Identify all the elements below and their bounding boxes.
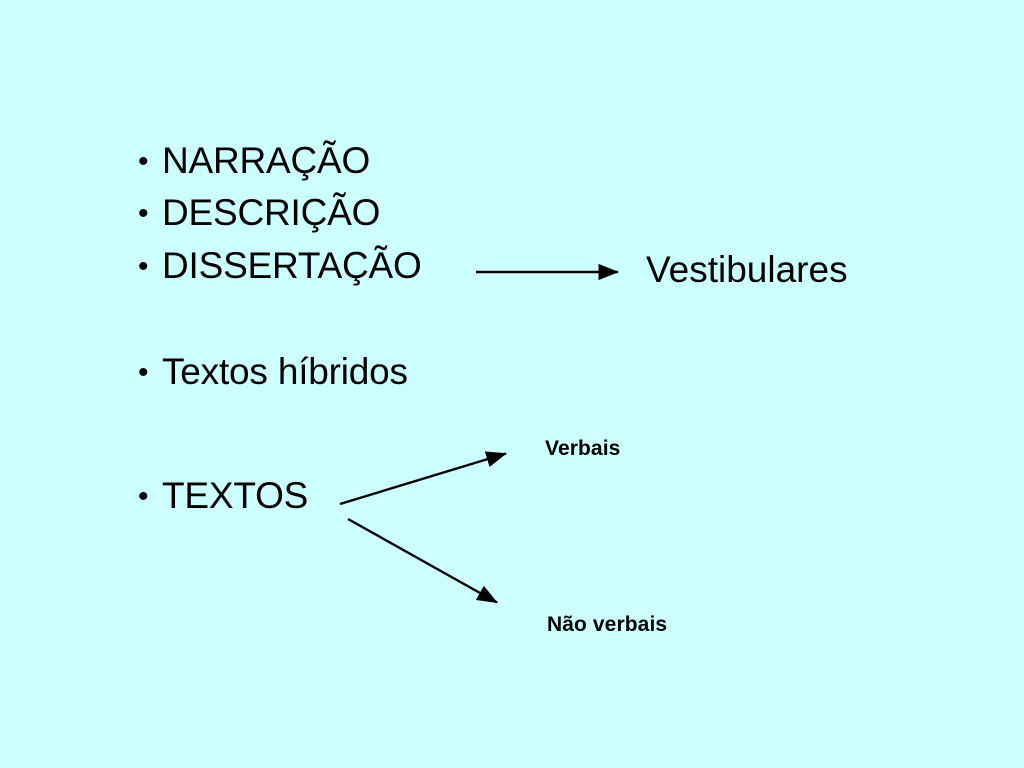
bullet-label: TEXTOS — [162, 475, 309, 516]
bullet-label: NARRAÇÃO — [162, 140, 371, 181]
bullet-point-icon: • — [138, 480, 149, 513]
bullet-item-textos: • TEXTOS — [138, 477, 308, 514]
arrow-textos-to-verbais — [339, 451, 507, 506]
label-nao-verbais: Não verbais — [547, 613, 668, 636]
bullet-label: Textos híbridos — [162, 351, 408, 392]
bullet-label: DESCRIÇÃO — [162, 192, 381, 233]
bullet-item-textos-hibridos: • Textos híbridos — [138, 353, 408, 390]
bullet-point-icon: • — [138, 197, 149, 230]
label-verbais: Verbais — [545, 437, 621, 460]
arrow-textos-to-nao-verbais — [347, 517, 498, 604]
bullet-item-descricao: • DESCRIÇÃO — [138, 194, 380, 231]
bullet-point-icon: • — [138, 356, 149, 389]
label-vestibulares: Vestibulares — [646, 249, 848, 290]
bullet-item-narracao: • NARRAÇÃO — [138, 142, 370, 179]
bullet-point-icon: • — [138, 250, 149, 283]
bullet-point-icon: • — [138, 145, 149, 178]
bullet-label: DISSERTAÇÃO — [162, 245, 422, 286]
bullet-item-dissertacao: • DISSERTAÇÃO — [138, 247, 422, 284]
